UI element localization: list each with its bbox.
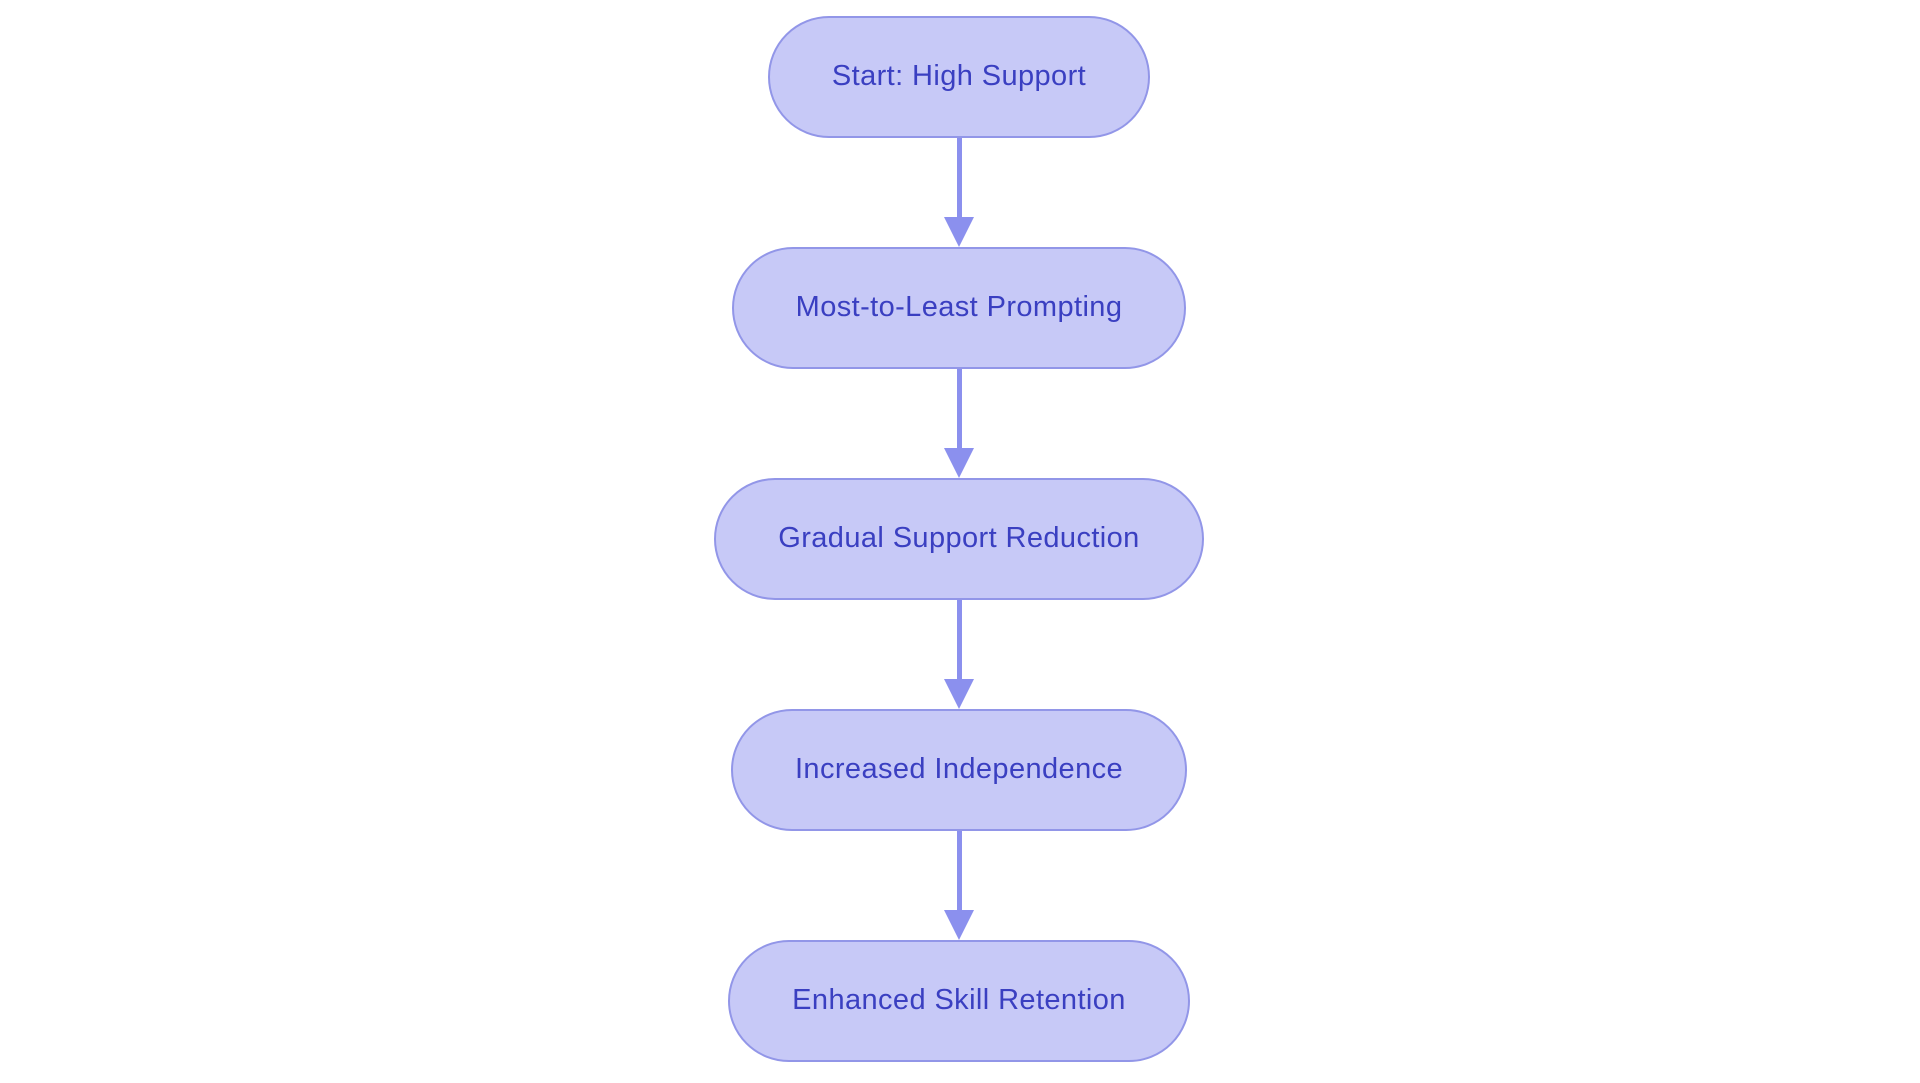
arrow-line (956, 600, 962, 679)
node-label: Most-to-Least Prompting (795, 290, 1123, 323)
node-label: Enhanced Skill Retention (792, 983, 1126, 1016)
flow-connector (944, 369, 974, 478)
node-label: Gradual Support Reduction (778, 521, 1140, 554)
arrow-line (956, 138, 962, 217)
flowchart-column: Start: High Support Most-to-Least Prompt… (0, 16, 1918, 1062)
node-label: Start: High Support (831, 59, 1087, 92)
arrow-line (956, 369, 962, 448)
arrow-down-icon (944, 448, 974, 478)
flow-node-most-to-least-prompting: Most-to-Least Prompting (731, 247, 1187, 369)
flow-node-enhanced-skill-retention: Enhanced Skill Retention (728, 940, 1190, 1062)
flow-connector (944, 138, 974, 247)
flow-connector (944, 600, 974, 709)
arrow-down-icon (944, 217, 974, 247)
arrow-down-icon (944, 679, 974, 709)
arrow-line (956, 831, 962, 910)
flow-node-increased-independence: Increased Independence (730, 709, 1188, 831)
flow-node-start-high-support: Start: High Support (767, 16, 1151, 138)
flow-connector (944, 831, 974, 940)
arrow-down-icon (944, 910, 974, 940)
node-label: Increased Independence (794, 752, 1124, 785)
flow-node-gradual-support-reduction: Gradual Support Reduction (714, 478, 1204, 600)
